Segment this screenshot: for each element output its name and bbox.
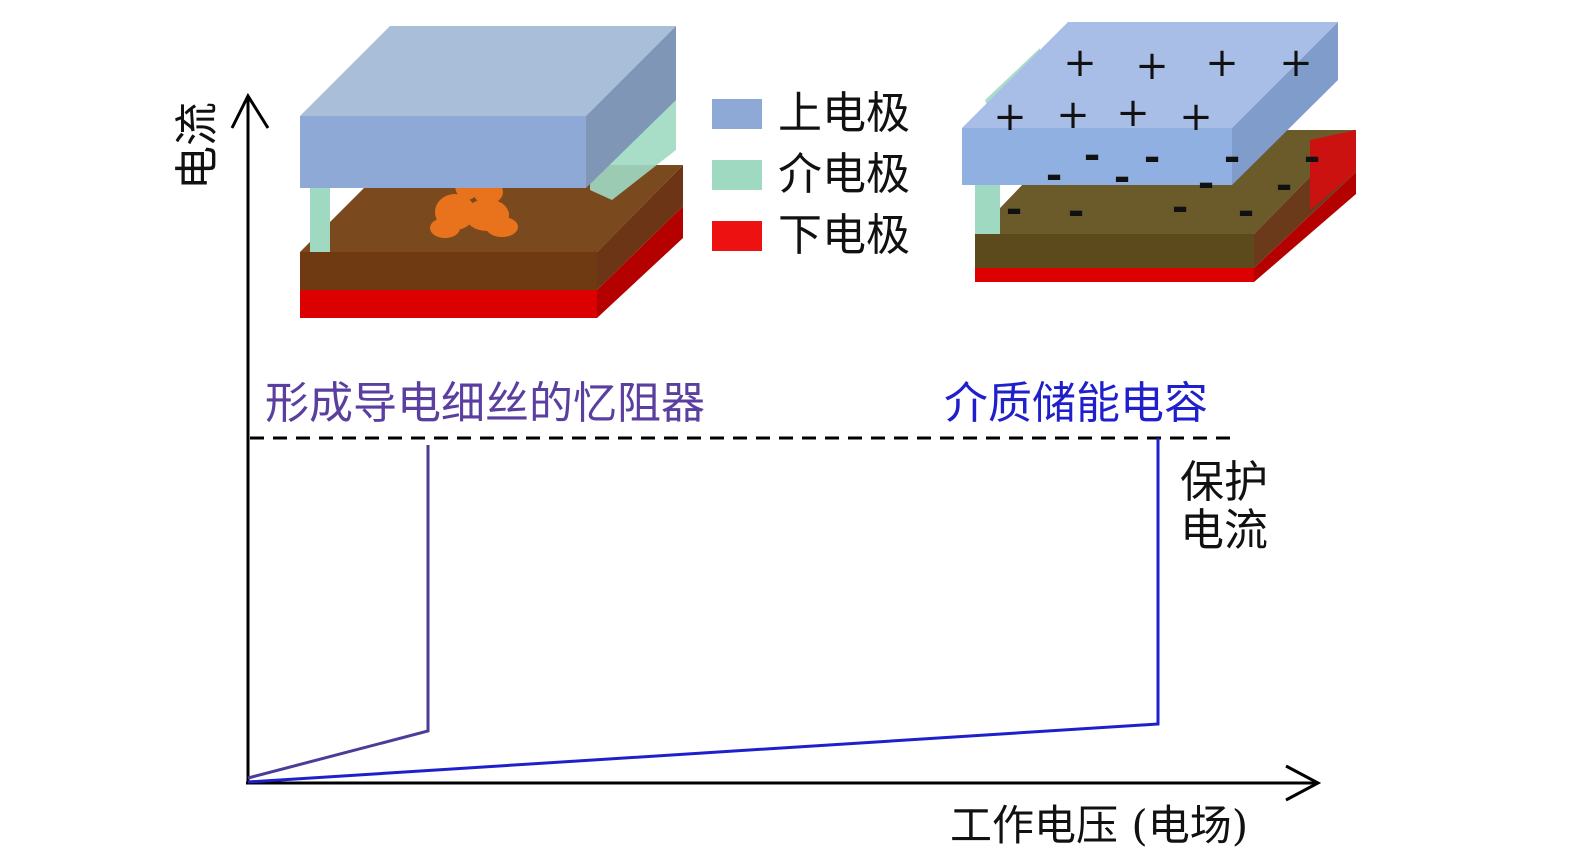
capacitor-label: 介质储能电容	[944, 378, 1208, 429]
memristor-label: 形成导电细丝的忆阻器	[265, 378, 705, 429]
negative-charge: -	[1198, 159, 1215, 206]
y-axis-label: 电流	[172, 102, 223, 190]
capacitor-top-electrode-side	[1232, 22, 1338, 185]
legend-swatch-top-electrode	[712, 99, 762, 129]
capacitor-bottom-electrode-front	[975, 268, 1254, 282]
capacitor-bottom-electrode-side	[1254, 172, 1356, 282]
memristor-dielectric-teal-left	[310, 188, 330, 252]
memristor-dielectric-side	[597, 165, 683, 290]
negative-charge: -	[1006, 185, 1023, 232]
memristor-curve	[247, 445, 430, 780]
memristor-dielectric-front	[300, 252, 597, 290]
capacitor-dielectric-teal	[975, 185, 1000, 234]
negative-charge: -	[1046, 151, 1063, 198]
memristor-top-electrode-side	[586, 26, 676, 188]
positive-charges: ++++++++	[993, 40, 1313, 140]
positive-charge: +	[993, 94, 1027, 140]
capacitor-top-electrode-top	[962, 22, 1338, 128]
legend-swatch-dielectric	[712, 160, 762, 190]
negative-charge: -	[1304, 133, 1321, 180]
positive-charge: +	[1056, 92, 1090, 138]
memristor-top-electrode-front	[300, 116, 586, 188]
negative-charge: -	[1172, 183, 1189, 230]
negative-charge: -	[1068, 187, 1085, 234]
legend: 上电极 介电极 下电极	[712, 88, 910, 261]
positive-charge: +	[1279, 40, 1313, 86]
y-axis-arrowhead	[230, 92, 270, 129]
negative-charges: ------------	[1006, 131, 1321, 234]
memristor-dielectric-teal-back	[590, 95, 676, 200]
memristor-bottom-electrode-side	[597, 206, 683, 318]
compliance-label-line1: 保护	[1180, 457, 1268, 508]
positive-charge: +	[1179, 94, 1213, 140]
memristor-device	[300, 26, 683, 318]
legend-label-top-electrode: 上电极	[778, 88, 910, 139]
x-axis-label: 工作电压 (电场)	[950, 801, 1248, 850]
x-axis-arrowhead	[1285, 764, 1322, 802]
legend-label-bottom-electrode: 下电极	[778, 210, 910, 261]
positive-charge: +	[1135, 43, 1169, 89]
memristor-top-electrode-top	[300, 26, 676, 116]
capacitor-top-electrode-front	[962, 128, 1232, 185]
capacitor-dielectric-front	[975, 234, 1254, 268]
negative-charge: -	[1114, 153, 1131, 200]
negative-charge: -	[1084, 131, 1101, 178]
capacitor-device: ++++++++ ------------	[962, 22, 1356, 282]
positive-charge: +	[1116, 90, 1150, 136]
capacitor-curve	[247, 438, 1160, 784]
positive-charge: +	[1205, 40, 1239, 86]
legend-swatch-bottom-electrode	[712, 221, 762, 251]
negative-charge: -	[1224, 133, 1241, 180]
negative-charge: -	[1144, 133, 1161, 180]
legend-label-dielectric: 介电极	[778, 149, 910, 200]
capacitor-dielectric-red-edge	[1310, 130, 1356, 210]
axes	[230, 92, 1322, 802]
negative-charge: -	[1238, 187, 1255, 234]
compliance-label-line2: 电流	[1180, 505, 1268, 556]
positive-charge: +	[1063, 40, 1097, 86]
memristor-bottom-electrode-front	[300, 290, 597, 318]
negative-charge: -	[1276, 161, 1293, 208]
